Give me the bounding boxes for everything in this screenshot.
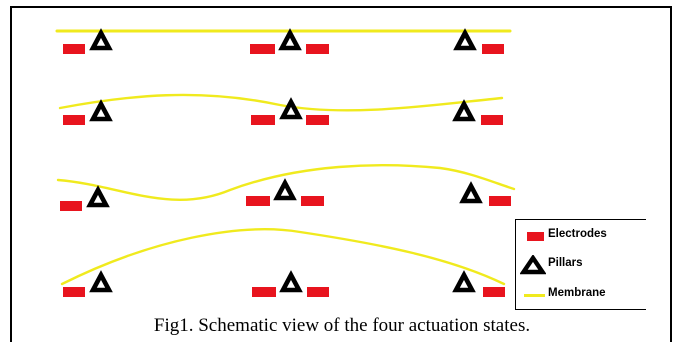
pillar-1-2	[278, 28, 302, 51]
electrode-1-1	[63, 44, 85, 54]
legend: Electrodes Pillars Membrane	[515, 219, 646, 310]
pillar-3-1	[86, 185, 110, 208]
pillar-4-3	[452, 270, 476, 293]
electrode-3-3	[301, 196, 324, 206]
electrode-1-4	[482, 44, 504, 54]
figure-caption: Fig1. Schematic view of the four actuati…	[153, 315, 531, 336]
electrode-1-3	[306, 44, 329, 54]
membrane-legend-swatch	[524, 294, 545, 297]
legend-item-membrane: Membrane	[516, 284, 647, 306]
legend-label-membrane: Membrane	[548, 287, 606, 299]
electrode-2-1	[63, 115, 85, 125]
actuation-states	[55, 28, 516, 297]
pillar-4-2	[279, 270, 303, 293]
electrode-legend-swatch	[527, 232, 544, 241]
electrode-4-1	[63, 287, 85, 297]
electrode-3-2	[246, 196, 270, 206]
pillar-2-1	[89, 99, 113, 122]
pillar-legend-icon	[520, 255, 546, 275]
pillar-1-3	[453, 28, 477, 51]
state-3-row	[56, 164, 516, 211]
electrode-3-1	[60, 201, 82, 211]
pillar-4-1	[89, 270, 113, 293]
electrode-4-4	[483, 287, 505, 297]
state-1-row	[55, 28, 512, 54]
electrode-4-2	[252, 287, 276, 297]
electrode-1-2	[250, 44, 275, 54]
electrode-3-4	[489, 196, 511, 206]
electrode-2-4	[481, 115, 503, 125]
pillar-2-3	[452, 99, 476, 122]
state-4-row	[60, 228, 506, 297]
legend-label-electrodes: Electrodes	[548, 228, 607, 240]
legend-item-pillars: Pillars	[516, 254, 647, 276]
state-2-row	[58, 93, 504, 125]
legend-label-pillars: Pillars	[548, 257, 583, 269]
membrane-3	[56, 164, 516, 202]
electrode-4-3	[307, 287, 329, 297]
membrane-4	[60, 228, 506, 286]
pillar-1-1	[89, 28, 113, 51]
pillar-2-2	[279, 97, 303, 120]
electrode-2-3	[306, 115, 329, 125]
membrane-2	[58, 93, 504, 112]
pillar-3-3	[459, 181, 483, 204]
legend-item-electrodes: Electrodes	[516, 225, 647, 247]
pillar-3-2	[273, 178, 297, 201]
electrode-2-2	[251, 115, 275, 125]
